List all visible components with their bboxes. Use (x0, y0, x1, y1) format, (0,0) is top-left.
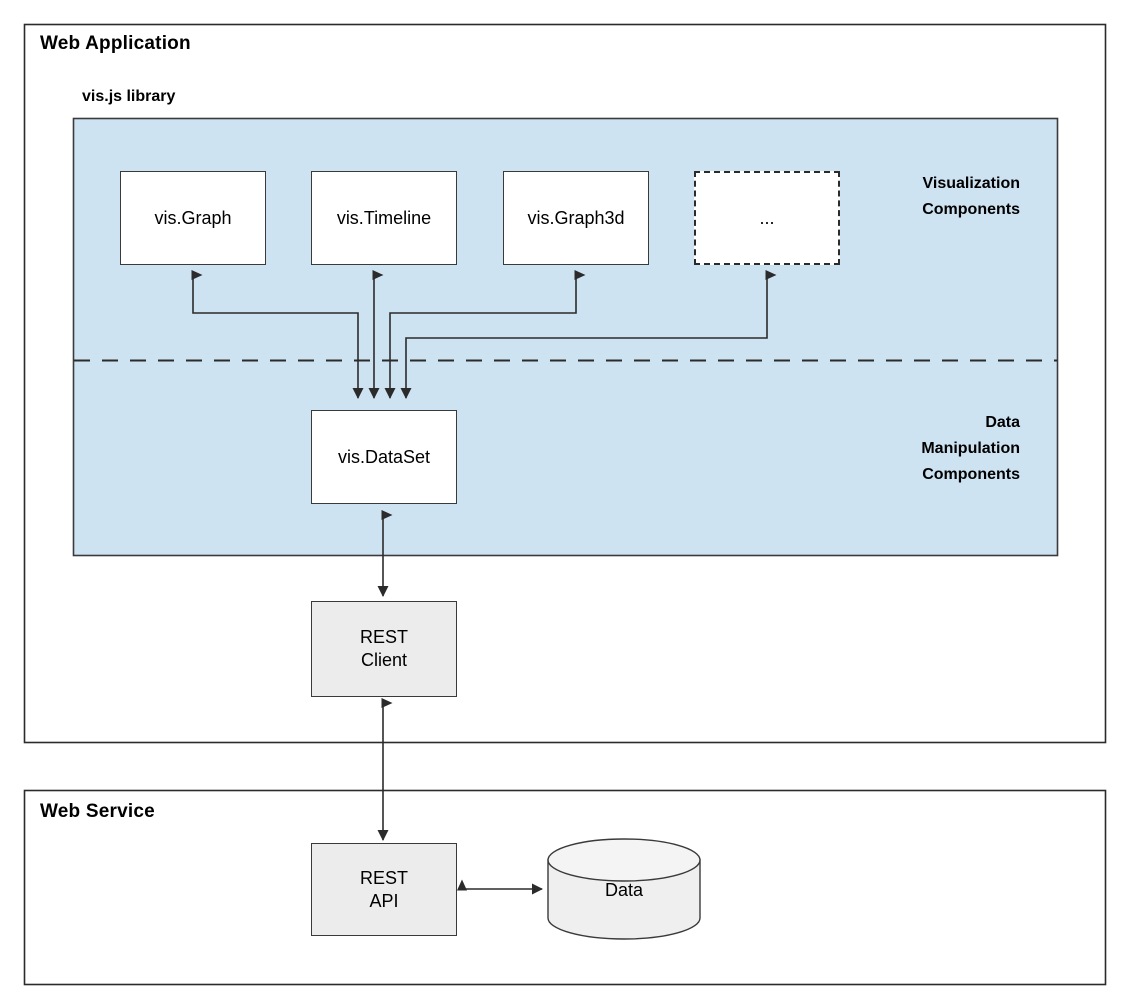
node-rest-api[interactable]: REST API (311, 843, 457, 936)
zone-label-data-manipulation-line3: Components (922, 466, 1020, 483)
node-vis-timeline[interactable]: vis.Timeline (311, 171, 457, 265)
connector-dataset-visgraph (191, 270, 364, 399)
zone-label-data-manipulation: Data Manipulation Components (790, 410, 1020, 488)
node-vis-dataset[interactable]: vis.DataSet (311, 410, 457, 504)
node-vis-timeline-label: vis.Timeline (336, 207, 432, 228)
node-data-store-label: Data (604, 879, 644, 900)
node-rest-client-label-line1: REST (359, 627, 408, 647)
node-rest-client-label-line2: Client (360, 650, 407, 670)
zone-label-data-manipulation-line2: Manipulation (921, 440, 1020, 457)
node-rest-api-label-line2: API (369, 890, 399, 911)
node-vis-more-label: ... (759, 207, 775, 228)
node-vis-graph3d[interactable]: vis.Graph3d (503, 171, 649, 265)
frame-title-web-application: Web Application (40, 33, 191, 54)
zone-label-visualization-line2: Components (922, 201, 1020, 218)
connector-dataset-vismore (400, 270, 777, 399)
data-cylinder-shape (547, 838, 701, 940)
node-vis-graph-label: vis.Graph (154, 207, 232, 228)
vis-library-panel-title: vis.js library (82, 88, 176, 105)
node-vis-more[interactable]: ... (694, 171, 840, 265)
node-rest-api-label-line1: REST (359, 867, 408, 888)
zone-label-visualization: Visualization Components (790, 171, 1020, 223)
zone-label-visualization-line1: Visualization (922, 175, 1020, 192)
frame-title-web-service: Web Service (40, 801, 155, 822)
node-data-store[interactable]: Data (548, 873, 700, 907)
node-vis-graph3d-label: vis.Graph3d (527, 207, 625, 228)
zone-label-data-manipulation-line1: Data (985, 414, 1020, 431)
node-rest-client[interactable]: REST Client (311, 601, 457, 697)
frame-web-application (23, 23, 1107, 744)
node-vis-graph[interactable]: vis.Graph (120, 171, 266, 265)
frame-web-service (23, 789, 1107, 986)
node-vis-dataset-label: vis.DataSet (337, 446, 431, 467)
